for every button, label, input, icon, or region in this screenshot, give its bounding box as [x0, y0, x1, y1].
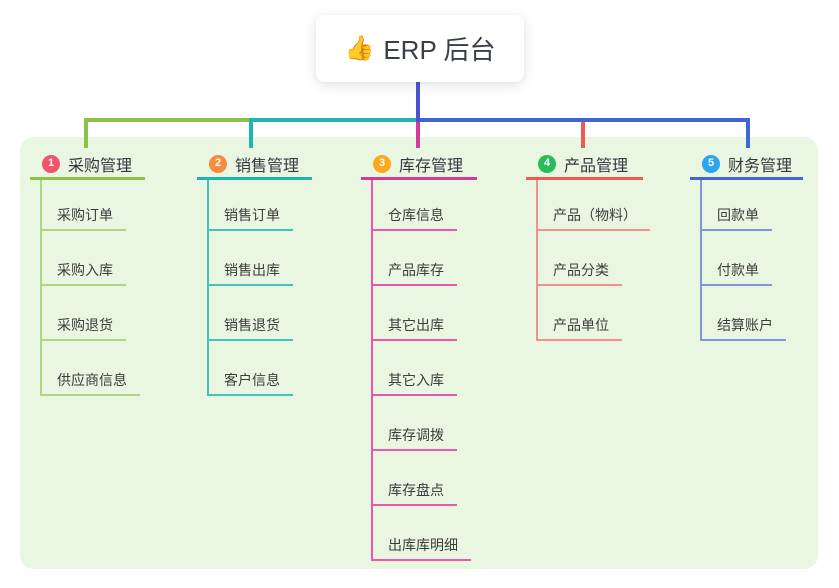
branch-5-title-label: 财务管理: [728, 157, 793, 175]
connector-drop-branch-1: [84, 118, 88, 148]
branch-3-child-6-label: 库存盘点: [388, 481, 444, 498]
branch-1-child-3-label: 采购退货: [57, 316, 113, 333]
connector-drop-branch-2: [249, 118, 253, 148]
branch-3-child-2-label: 产品库存: [388, 261, 444, 278]
branch-3-child-7-label: 出库库明细: [388, 536, 458, 553]
branch-3-child-1[interactable]: 仓库信息: [371, 201, 457, 231]
connector-drop-branch-4: [581, 118, 585, 148]
branch-5-child-3[interactable]: 结算账户: [700, 311, 786, 341]
branch-1-child-rail: [40, 180, 42, 396]
branch-4-child-3-label: 产品单位: [553, 316, 609, 333]
branch-5-child-rail: [700, 180, 702, 341]
root-title: ERP 后台: [383, 35, 496, 65]
branch-4-child-2[interactable]: 产品分类: [536, 256, 622, 286]
branch-3-child-4-label: 其它入库: [388, 371, 444, 388]
branch-4-child-rail: [536, 180, 538, 341]
connector-segment-3: [416, 118, 750, 122]
branch-4-title-label: 产品管理: [564, 157, 629, 175]
branch-5-badge: 5: [702, 154, 720, 173]
branch-5-child-2[interactable]: 付款单: [700, 256, 772, 286]
branch-3-child-rail: [371, 180, 373, 561]
thumbs-up-icon: 👍: [344, 35, 375, 62]
branch-2-child-1-label: 销售订单: [224, 206, 280, 223]
branch-3-badge: 3: [373, 154, 391, 173]
branch-3-child-4[interactable]: 其它入库: [371, 366, 457, 396]
branch-2-child-3-label: 销售退货: [224, 316, 280, 333]
branch-1-title-label: 采购管理: [68, 157, 133, 175]
branch-2-child-3[interactable]: 销售退货: [207, 311, 293, 341]
branch-1-child-3[interactable]: 采购退货: [40, 311, 126, 341]
connector-drop-branch-5: [746, 118, 750, 148]
branch-2-title[interactable]: 2 销售管理: [197, 150, 312, 180]
branch-5-title[interactable]: 5 财务管理: [690, 150, 803, 180]
branch-3-child-5-label: 库存调拨: [388, 426, 444, 443]
branch-1-badge: 1: [42, 154, 60, 173]
branch-4-child-2-label: 产品分类: [553, 261, 609, 278]
branch-3-child-7[interactable]: 出库库明细: [371, 531, 471, 561]
branch-2-child-2[interactable]: 销售出库: [207, 256, 293, 286]
branch-1-child-2[interactable]: 采购入库: [40, 256, 126, 286]
root-node[interactable]: 👍 ERP 后台: [316, 15, 524, 82]
branch-3-title-label: 库存管理: [399, 157, 464, 175]
branch-2-child-4[interactable]: 客户信息: [207, 366, 293, 396]
branch-5-child-3-label: 结算账户: [717, 316, 773, 333]
branch-4-child-3[interactable]: 产品单位: [536, 311, 622, 341]
branch-5-child-1-label: 回款单: [717, 206, 759, 223]
branch-2-child-4-label: 客户信息: [224, 371, 280, 388]
branch-3-child-3-label: 其它出库: [388, 316, 444, 333]
branch-1-child-1[interactable]: 采购订单: [40, 201, 126, 231]
branch-2-child-1[interactable]: 销售订单: [207, 201, 293, 231]
branch-3-child-3[interactable]: 其它出库: [371, 311, 457, 341]
branch-2-child-rail: [207, 180, 209, 396]
connector-segment-2: [249, 118, 416, 122]
branch-1-title[interactable]: 1 采购管理: [30, 150, 145, 180]
branch-3-title[interactable]: 3 库存管理: [361, 150, 477, 180]
branch-4-badge: 4: [538, 154, 556, 173]
background-panel: [20, 137, 818, 569]
branch-3-child-5[interactable]: 库存调拨: [371, 421, 457, 451]
connector-drop-branch-3: [416, 120, 420, 148]
branch-3-child-6[interactable]: 库存盘点: [371, 476, 457, 506]
branch-2-title-label: 销售管理: [235, 157, 300, 175]
branch-1-child-4[interactable]: 供应商信息: [40, 366, 140, 396]
connector-segment-1: [84, 118, 249, 122]
branch-3-child-2[interactable]: 产品库存: [371, 256, 457, 286]
connector-root-vertical: [416, 82, 420, 122]
branch-1-child-2-label: 采购入库: [57, 261, 113, 278]
branch-4-title[interactable]: 4 产品管理: [526, 150, 643, 180]
branch-2-child-2-label: 销售出库: [224, 261, 280, 278]
branch-1-child-1-label: 采购订单: [57, 206, 113, 223]
branch-3-child-1-label: 仓库信息: [388, 206, 444, 223]
branch-2-badge: 2: [209, 154, 227, 173]
branch-1-child-4-label: 供应商信息: [57, 371, 127, 388]
branch-4-child-1[interactable]: 产品（物料）: [536, 201, 650, 231]
branch-4-child-1-label: 产品（物料）: [553, 206, 637, 223]
branch-5-child-2-label: 付款单: [717, 261, 759, 278]
branch-5-child-1[interactable]: 回款单: [700, 201, 772, 231]
